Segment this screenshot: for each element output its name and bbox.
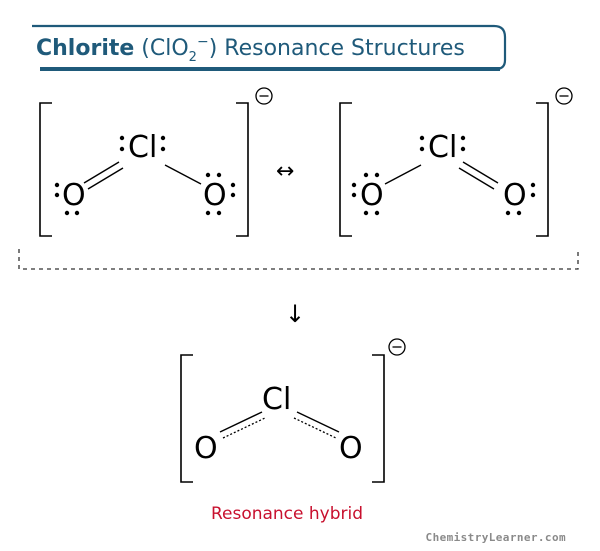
single-bond-2 (384, 164, 422, 185)
oxygen-atom-1b: O (203, 178, 227, 213)
oxygen-atom-hybrid-a: O (194, 431, 218, 466)
double-bond-1a (83, 161, 120, 184)
chlorine-atom-hybrid: Cl (262, 382, 291, 417)
lone-pairs-o-2b (505, 182, 536, 216)
resonance-structure-1: Cl O O (39, 87, 273, 237)
bracket-left-2 (339, 102, 352, 237)
lone-pairs-cl-2 (419, 135, 466, 152)
bracket-left-hybrid (180, 354, 193, 483)
resonance-arrow: ↔ (276, 159, 294, 184)
lone-pairs-cl-1 (119, 135, 166, 152)
title-name: Chlorite (36, 36, 134, 61)
lone-pairs-o-1a (54, 182, 80, 216)
down-arrow: ↓ (285, 300, 305, 328)
lone-pairs-o-2a (351, 172, 380, 216)
charge-symbol-1 (255, 87, 273, 105)
oxygen-atom-hybrid-b: O (339, 431, 363, 466)
chlorine-atom-1: Cl (128, 130, 157, 165)
title-formula-superscript: − (197, 34, 209, 50)
single-bond-1 (164, 164, 202, 185)
bracket-right-2 (536, 102, 549, 237)
title-rest: Resonance Structures (217, 36, 465, 61)
site-watermark: ChemistryLearner.com (426, 531, 566, 544)
combining-guide (18, 249, 579, 270)
lone-pairs-o-1b (205, 172, 236, 216)
double-bond-1b (87, 167, 124, 190)
title-formula-open: (ClO (134, 36, 188, 61)
title-formula-close: ) (209, 36, 218, 61)
oxygen-atom-2b: O (503, 178, 527, 213)
title-formula-subscript: 2 (189, 50, 197, 65)
hybrid-caption: Resonance hybrid (211, 504, 363, 524)
chlorine-atom-2: Cl (428, 130, 457, 165)
bracket-right-hybrid (372, 354, 385, 483)
resonance-structure-2: Cl O O (339, 87, 573, 237)
double-bond-2b (458, 167, 495, 190)
charge-symbol-hybrid (388, 338, 406, 356)
resonance-hybrid: Cl O O (180, 338, 406, 483)
bracket-right-1 (236, 102, 249, 237)
title-banner: Chlorite (ClO2−) Resonance Structures (32, 24, 507, 71)
bracket-left-1 (39, 102, 52, 237)
page-title: Chlorite (ClO2−) Resonance Structures (36, 34, 465, 65)
guide-line (18, 249, 579, 270)
charge-symbol-2 (555, 87, 573, 105)
hybrid-bond-left-solid (219, 411, 263, 433)
oxygen-atom-2a: O (360, 178, 384, 213)
oxygen-atom-1a: O (62, 178, 86, 213)
hybrid-bond-right-solid (296, 411, 340, 433)
double-bond-2a (462, 161, 499, 184)
